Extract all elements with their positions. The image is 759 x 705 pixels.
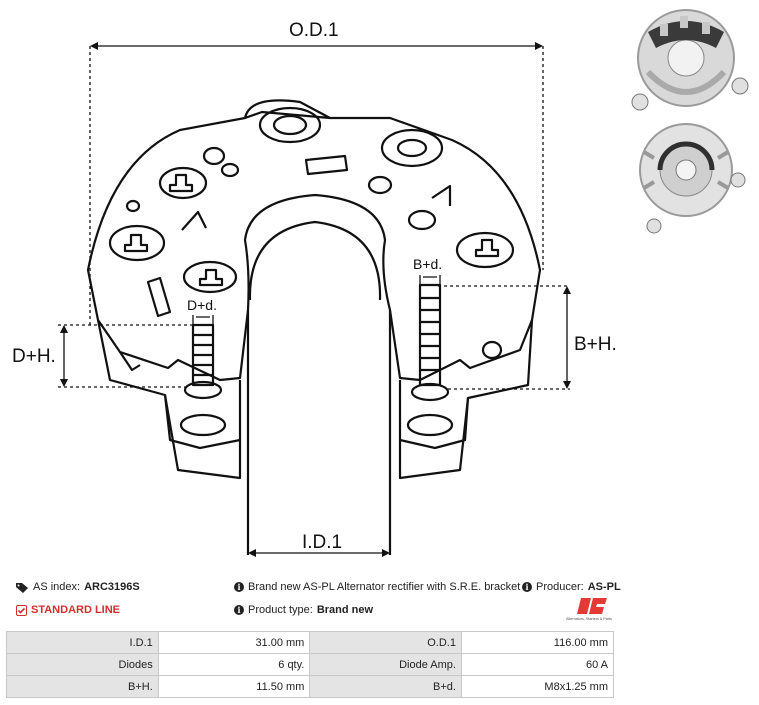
right-terminal-leg: [398, 319, 534, 480]
spec-value: 6 qty.: [157, 653, 311, 676]
spec-key: B+d.: [309, 675, 462, 698]
spec-key: B+H.: [6, 675, 159, 698]
producer-prefix: Producer:: [536, 581, 584, 593]
specifications-table: I.D.1 31.00 mm O.D.1 116.00 mm Diodes 6 …: [6, 631, 615, 698]
spec-key: I.D.1: [6, 631, 159, 654]
info-icon: i: [234, 605, 244, 615]
spec-value: M8x1.25 mm: [460, 675, 615, 698]
producer-value: AS-PL: [587, 581, 621, 593]
standard-line-label: STANDARD LINE: [31, 604, 121, 616]
spec-value: 31.00 mm: [157, 631, 311, 654]
tag-icon: [16, 582, 28, 593]
as-pl-logo: AS Alternators, Starters & Parts: [565, 596, 612, 621]
dd-label: D+d.: [187, 297, 217, 313]
product-type-value: Brand new: [316, 604, 374, 616]
as-index: AS index: ARC3196S: [16, 581, 140, 593]
rectifier-outline: [86, 110, 542, 382]
table-row: B+H. 11.50 mm B+d. M8x1.25 mm: [6, 675, 615, 698]
logo-tagline: Alternators, Starters & Parts: [566, 617, 612, 621]
check-square-icon: [16, 604, 27, 616]
standard-line-row: STANDARD LINE: [16, 604, 120, 616]
bd-label: B+d.: [413, 256, 442, 272]
spec-key: Diode Amp.: [309, 653, 462, 676]
product-photo-front: [631, 9, 749, 111]
spec-key: O.D.1: [309, 631, 462, 654]
logo-mark: AS: [565, 596, 567, 597]
info-icon: i: [234, 582, 244, 592]
bh-label: B+H.: [574, 334, 617, 355]
spec-value: 11.50 mm: [157, 675, 311, 698]
od-label: O.D.1: [289, 20, 339, 41]
spec-value: 60 A: [460, 653, 615, 676]
left-terminal-leg: [96, 319, 242, 480]
spec-value: 116.00 mm: [460, 631, 615, 654]
description-row: i Brand new AS-PL Alternator rectifier w…: [234, 581, 520, 593]
product-type-prefix: Product type:: [248, 604, 313, 616]
id-label: I.D.1: [302, 532, 342, 553]
table-row: Diodes 6 qty. Diode Amp. 60 A: [6, 653, 615, 676]
spec-key: Diodes: [6, 653, 159, 676]
as-index-prefix: AS index:: [33, 581, 81, 593]
product-description: Brand new AS-PL Alternator rectifier wit…: [248, 581, 521, 593]
inner-opening: [248, 220, 382, 301]
producer-row: i Producer: AS-PL: [522, 581, 621, 593]
info-icon: i: [522, 582, 532, 592]
table-row: I.D.1 31.00 mm O.D.1 116.00 mm: [6, 631, 615, 654]
product-photo-back: [639, 123, 746, 234]
as-index-value: ARC3196S: [84, 581, 140, 593]
dh-label: D+H.: [12, 346, 56, 367]
product-type-row: i Product type: Brand new: [234, 604, 373, 616]
rectifier-technical-drawing: O.D.1 I.D.1 D+H. B+H. D+d. B+d.: [12, 20, 617, 557]
